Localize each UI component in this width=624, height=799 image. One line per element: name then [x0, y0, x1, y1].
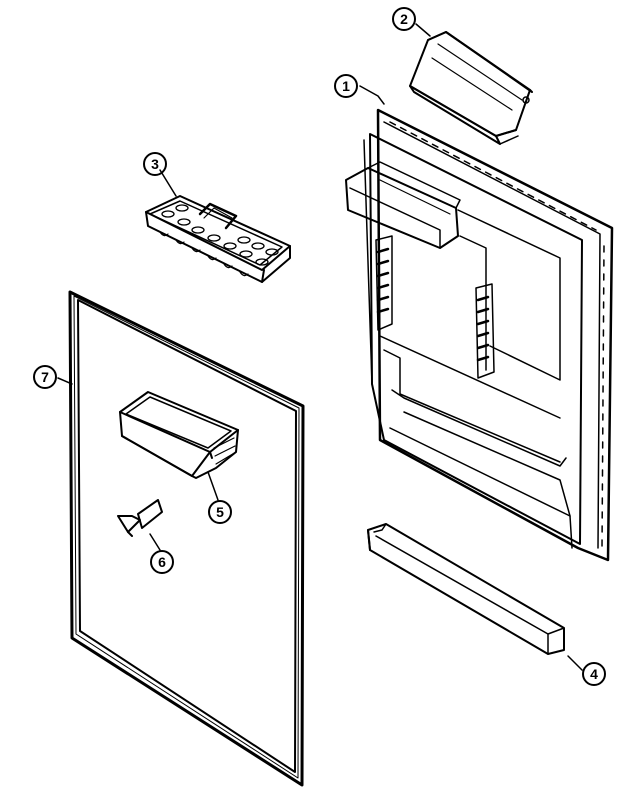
callout-5: 5	[208, 500, 232, 524]
door-liner	[345, 108, 614, 562]
callout-label-1: 1	[342, 78, 350, 94]
callout-7: 7	[33, 365, 57, 389]
egg-tray	[145, 195, 291, 283]
callout-6: 6	[150, 550, 174, 574]
callout-label-5: 5	[216, 504, 224, 520]
callout-label-7: 7	[41, 369, 49, 385]
callout-label-6: 6	[158, 554, 166, 570]
callout-label-2: 2	[400, 11, 408, 27]
callout-label-3: 3	[151, 156, 159, 172]
utility-bin	[119, 391, 239, 479]
dairy-door-cover	[409, 31, 533, 145]
callout-label-4: 4	[590, 666, 598, 682]
callout-1: 1	[334, 74, 358, 98]
callout-4: 4	[582, 662, 606, 686]
door-gasket	[68, 290, 305, 787]
door-shelf-bar	[367, 523, 565, 655]
leader-lines	[57, 23, 583, 671]
callout-3: 3	[143, 152, 167, 176]
door-clip	[117, 499, 163, 537]
callout-2: 2	[392, 7, 416, 31]
